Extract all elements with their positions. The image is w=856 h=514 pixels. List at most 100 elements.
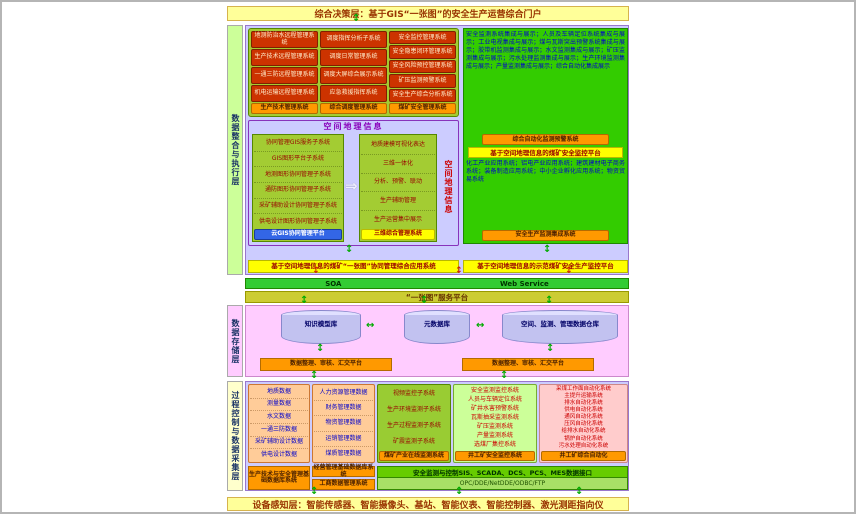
system-chip: 矿压监测预警系统 bbox=[389, 74, 456, 88]
col2-footer-chip: 综合调度管理系统 bbox=[320, 103, 387, 114]
db-link-arrow-icon: ↔ bbox=[476, 320, 485, 331]
flow-arrow-icon: ↕ bbox=[420, 295, 429, 306]
webservice-label: Web Service bbox=[499, 279, 549, 288]
gis-3d-list: 地质建模可视化表达三维一体化分析、预警、联动生产辅助管理生产运营集中展示 bbox=[361, 136, 435, 229]
cylinder-body bbox=[404, 315, 470, 344]
three-d-mgmt-button: 三维综合管理系统 bbox=[361, 229, 435, 240]
gis-app-bar: 基于空间地理信息的煤矿“一张图”协同管理综合应用系统 bbox=[248, 260, 459, 273]
col3-footer-chip: 煤矿安全管理系统 bbox=[389, 103, 456, 114]
system-chip: 安全风险预控管理系统 bbox=[389, 59, 456, 74]
knowledge-db-label: 知识模型库 bbox=[304, 320, 338, 328]
data-item: 人力资源管理数据 bbox=[314, 386, 373, 402]
monitor-item: 矿震监测子系统 bbox=[392, 437, 435, 445]
mine-online-monitor-footer: 煤矿产业在线监测系统 bbox=[379, 451, 449, 461]
gis-subsystem-row: 采矿辅助设计协同管理子系统 bbox=[254, 199, 342, 215]
gis-function-row: 分析、预警、联动 bbox=[361, 174, 435, 193]
data-item: 供电设计数据 bbox=[260, 451, 297, 459]
system-chip: 安全监控管理系统 bbox=[389, 31, 456, 45]
automation-item: 排水自动化系统 bbox=[564, 399, 603, 406]
safety-monitor-list: 安全监测监控系统人员与车辆定位系统矿井水害预警系统瓦斯抽采监测系统矿压监测系统产… bbox=[455, 386, 535, 450]
flow-arrow-icon: ↕ bbox=[546, 343, 555, 354]
meta-db-label: 元数据库 bbox=[424, 320, 450, 328]
monitor-item: 安全监测监控系统 bbox=[470, 386, 519, 394]
mine-safety-monitor-footer: 井工矿安全监控系统 bbox=[455, 451, 535, 461]
system-chip: 安全隐患闭环管理系统 bbox=[389, 45, 456, 59]
monitor-item: 产量监测系统 bbox=[476, 432, 513, 440]
safety-monitor-box: 安全监测监控系统人员与车辆定位系统矿井水害预警系统瓦斯抽采监测系统矿压监测系统产… bbox=[453, 384, 537, 463]
video-monitor-list: 视频监控子系统生产环境监测子系统生产过程监测子系统矿震监测子系统 bbox=[379, 386, 449, 450]
gis-function-row: 地质建模可视化表达 bbox=[361, 136, 435, 155]
flow-arrow-icon: ↕ bbox=[345, 244, 354, 255]
process-layer: 地质数据测量数据水文数据一通三防数据采矿辅助设计数据供电设计数据 人力资源管理数… bbox=[245, 381, 629, 491]
gis-flow-arrow-icon: ⇒ bbox=[345, 177, 358, 195]
flow-arrow-icon: ↕ bbox=[352, 13, 361, 24]
business-db-footer: 经营管理基础数据库系统 bbox=[312, 464, 375, 478]
industry-apps-text: 化工产业应用系统；铝电产业应用系统；建筑建材电子商务系统；装备制造应用系统；中小… bbox=[466, 160, 625, 184]
bottom-banner: 设备感知层：智能传感器、智能摄像头、基站、智能仪表、智能控制器、激光测距指向仪 bbox=[227, 497, 629, 511]
top-banner-text: 综合决策层：基于GIS“一张图”的安全生产运营综合门户 bbox=[314, 10, 542, 20]
automation-item: 主提升运输系统 bbox=[564, 392, 603, 399]
remote-col-dispatch: 调度指挥分析子系统调度日常管理系统调度大屏综合展示系统应急救援指挥系统 综合调度… bbox=[320, 31, 387, 114]
monitor-item: 视频监控子系统 bbox=[392, 389, 435, 397]
soa-bar: SOA Web Service bbox=[245, 278, 629, 289]
top-banner: 综合决策层：基于GIS“一张图”的安全生产运营综合门户 bbox=[227, 6, 629, 21]
layer-label-storage-text: 数据存储层 bbox=[231, 318, 240, 364]
mine-automation-footer: 井工矿综合自动化 bbox=[541, 451, 626, 461]
remote-col2-list: 调度指挥分析子系统调度日常管理系统调度大屏综合展示系统应急救援指挥系统 bbox=[320, 31, 387, 102]
flow-arrow-icon: ↕ bbox=[500, 370, 509, 381]
automation-item: 锅炉自动化系统 bbox=[564, 435, 603, 442]
automation-list: 采煤工作面自动化系统主提升运输系统排水自动化系统供电自动化系统通风自动化系统压风… bbox=[541, 386, 626, 450]
flow-arrow-icon: ↕ bbox=[545, 295, 554, 306]
storage-layer: 知识模型库 ↔ 元数据库 ↔ 空间、监测、管理数据仓库 ↕ ↕ 数据整理、审核、… bbox=[245, 305, 629, 377]
flow-arrow-icon: ↕ bbox=[455, 266, 463, 276]
gis-title: 空间地理信息 bbox=[323, 122, 384, 131]
data-item: 采矿辅助设计数据 bbox=[250, 437, 308, 450]
demo-platform-bar: 基于空间地理信息的示范煤矿安全生产监控平台 bbox=[463, 260, 628, 273]
gis-vertical-label-text: 空间地理信息 bbox=[444, 160, 453, 214]
industry-db-footer: 工商数据管理系统 bbox=[312, 479, 375, 490]
layer-label-integration-text: 数据整合与执行层 bbox=[231, 114, 240, 186]
layer-label-integration: 数据整合与执行层 bbox=[227, 25, 243, 275]
interface-line2: OPC/DDE/NetDDE/ODBC/FTP bbox=[378, 477, 627, 489]
data-item: 一通三防数据 bbox=[250, 424, 308, 437]
warehouse-db-label: 空间、监测、管理数据仓库 bbox=[521, 320, 599, 328]
system-chip: 安全生产综合分析系统 bbox=[389, 88, 456, 103]
gis-function-row: 三维一体化 bbox=[361, 155, 435, 174]
knowledge-db-cylinder: 知识模型库 bbox=[281, 310, 361, 344]
soa-label: SOA bbox=[325, 279, 342, 288]
integration-summary-text: 安全监测系统集成与展示；人员及车辆定位系统集成与展示；工业电视集成与展示；煤与瓦… bbox=[466, 31, 625, 70]
flow-arrow-icon: ↕ bbox=[310, 486, 319, 497]
flow-arrow-icon: ↕ bbox=[310, 370, 319, 381]
remote-col-safety: 安全监控管理系统安全隐患闭环管理系统安全风险预控管理系统矿压监测预警系统安全生产… bbox=[389, 31, 456, 114]
data-platform-left: 数据整理、审核、汇交平台 bbox=[260, 358, 392, 371]
gis-function-row: 生产运营集中展示 bbox=[373, 215, 422, 223]
system-chip: 调度大屏综合展示系统 bbox=[320, 67, 387, 84]
gis-function-row: 生产辅助管理 bbox=[361, 192, 435, 212]
monitor-item: 生产过程监测子系统 bbox=[386, 421, 441, 429]
data-item: 物资管理数据 bbox=[314, 416, 373, 432]
video-monitor-box: 视频监控子系统生产环境监测子系统生产过程监测子系统矿震监测子系统 煤矿产业在线监… bbox=[377, 384, 451, 463]
db-link-arrow-icon: ↔ bbox=[366, 320, 375, 331]
gis-subsystem-row: 供电设计图形协同管理子系统 bbox=[258, 217, 337, 225]
data-item: 地质数据 bbox=[250, 386, 308, 399]
data-item: 煤质管理数据 bbox=[325, 449, 362, 457]
remote-col-production: 地测防治水远程管理系统生产技术远程管理系统一通三防远程管理系统机电运输远程管理系… bbox=[251, 31, 318, 114]
monitor-integration-button: 安全生产监测集成系统 bbox=[482, 230, 609, 241]
remote-col3-list: 安全监控管理系统安全隐患闭环管理系统安全风险预控管理系统矿压监测预警系统安全生产… bbox=[389, 31, 456, 103]
monitor-item: 矿压监测系统 bbox=[476, 423, 513, 431]
flow-arrow-icon: ↕ bbox=[455, 486, 464, 497]
safety-panel: 安全监测系统集成与展示；人员及车辆定位系统集成与展示；工业电视集成与展示；煤与瓦… bbox=[463, 28, 628, 244]
flow-arrow-icon: ↕ bbox=[316, 343, 325, 354]
safety-platform-bar: 基于空间地理信息的煤矿安全监控平台 bbox=[468, 147, 623, 159]
business-data-list: 人力资源管理数据财务管理数据物资管理数据运销管理数据煤质管理数据 bbox=[314, 386, 373, 461]
geo-data-list: 地质数据测量数据水文数据一通三防数据采矿辅助设计数据供电设计数据 bbox=[250, 386, 308, 461]
automation-item: 通风自动化系统 bbox=[564, 414, 603, 421]
automation-item: 供电自动化系统 bbox=[564, 407, 603, 414]
automation-box: 采煤工作面自动化系统主提升运输系统排水自动化系统供电自动化系统通风自动化系统压风… bbox=[539, 384, 628, 463]
layer-label-process-text: 过程控制与数据采集层 bbox=[231, 391, 240, 481]
system-chip: 生产技术远程管理系统 bbox=[251, 49, 318, 66]
system-chip: 应急救援指挥系统 bbox=[320, 85, 387, 102]
